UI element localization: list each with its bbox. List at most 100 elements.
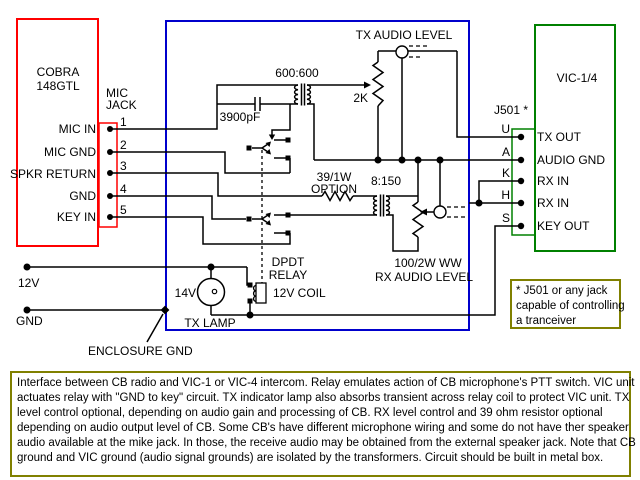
coil-terminal xyxy=(247,282,253,288)
junction-dot xyxy=(436,156,444,164)
junction-dot xyxy=(207,263,215,271)
tx-wiper-arrow xyxy=(364,81,371,89)
label-8-150: 8:150 xyxy=(370,174,402,188)
junction-dot xyxy=(475,199,483,207)
lamp-contact xyxy=(211,288,218,295)
label-option: OPTION xyxy=(310,182,357,196)
label-12v-supply: 12V xyxy=(18,276,40,290)
note-line-3: a tranceiver xyxy=(516,315,577,327)
enclosure-gnd-pointer xyxy=(146,313,164,343)
junction-dot xyxy=(246,311,254,319)
contact-terminals xyxy=(160,137,291,315)
relay-coil xyxy=(252,282,267,304)
label-2k: 2K xyxy=(353,91,368,105)
jack-pin-dot xyxy=(107,149,113,155)
resistor-rx-pot xyxy=(411,201,425,238)
cb-pin-label-gnd: GND xyxy=(69,189,96,203)
label-j501: J501 * xyxy=(494,103,529,117)
description-line-3: level control optional, depending on aud… xyxy=(17,407,603,419)
coil-terminal xyxy=(247,298,253,304)
relay-arm xyxy=(261,143,269,149)
label-dpdt: DPDT xyxy=(271,255,305,269)
terminal-square xyxy=(246,216,252,222)
winding xyxy=(293,84,299,105)
terminal-square xyxy=(285,155,291,161)
supply-terminal-dot xyxy=(23,263,31,271)
label-12v-coil: 12V COIL xyxy=(273,286,326,300)
relay-arm xyxy=(261,218,269,224)
description-line-2: actuates relay with "GND to key" circuit… xyxy=(17,392,630,404)
device-boxes xyxy=(16,18,616,331)
j501-pin-letter-h: H xyxy=(501,188,510,202)
label-rx-audio-level: RX AUDIO LEVEL xyxy=(375,270,474,284)
jack-pin-number-2: 2 xyxy=(120,138,127,152)
coil-bumps xyxy=(252,284,257,303)
wire-coil-top xyxy=(246,267,250,286)
junction-dot xyxy=(374,156,382,164)
mic-jack-label-line2: JACK xyxy=(106,98,137,112)
rx-pot-shaft-circle xyxy=(433,205,447,219)
coil-body xyxy=(255,282,267,304)
cb-title-line1: COBRA xyxy=(36,65,80,79)
cb-pin-label-key-in: KEY IN xyxy=(56,210,96,224)
wire-rx-in-k xyxy=(478,180,521,203)
j501-pin-dot xyxy=(517,177,525,185)
vic-pin-label-tx-out: TX OUT xyxy=(537,130,581,144)
relay-feed-arrow xyxy=(268,134,276,140)
interface-enclosure-box xyxy=(165,20,470,331)
terminal-square xyxy=(285,230,291,236)
jack-pin-number-3: 3 xyxy=(120,159,127,173)
wire-relay-feed xyxy=(271,104,291,136)
j501-pin-letter-u: U xyxy=(501,122,510,136)
cb-title-line2: 148GTL xyxy=(36,79,80,93)
jack-pin-dot xyxy=(107,193,113,199)
junction-dots xyxy=(23,126,525,319)
arrowheads xyxy=(265,81,427,226)
enclosure-gnd-terminal xyxy=(160,305,170,315)
j501-pin-dot xyxy=(517,156,525,164)
lamp-bulb xyxy=(196,277,226,307)
rx-wiper-arrow xyxy=(420,208,427,216)
wire-rx-sec-bottom xyxy=(386,214,419,252)
wire-mic-in xyxy=(110,84,298,130)
cb-pin-label-mic-in: MIC IN xyxy=(58,122,96,136)
terminal-square xyxy=(285,212,291,218)
label-tx-audio-level: TX AUDIO LEVEL xyxy=(355,28,453,42)
j501-jack-strip xyxy=(511,128,536,236)
description-line-6: ground and VIC ground (audio signal grou… xyxy=(17,452,604,464)
cb-pin-label-spkr-return: SPKR RETURN xyxy=(9,167,96,181)
description-box xyxy=(10,371,631,477)
relay-arm xyxy=(261,214,269,220)
resistor-39ohm xyxy=(321,189,354,203)
dashed-elements xyxy=(261,45,468,283)
j501-pin-letter-a: A xyxy=(501,145,510,159)
label-14v: 14V xyxy=(174,286,196,300)
label-gnd: GND xyxy=(16,314,43,328)
winding xyxy=(372,195,378,216)
label-tx-lamp: TX LAMP xyxy=(184,316,236,330)
winding xyxy=(306,84,312,105)
wire-key-out xyxy=(211,225,521,316)
resistor-2k xyxy=(371,61,385,107)
jack-pin-dot xyxy=(107,170,113,176)
cb-pin-label-mic-gnd: MIC GND xyxy=(44,145,96,159)
jack-pin-number-4: 4 xyxy=(120,182,127,196)
winding xyxy=(385,195,391,216)
label-3900pf: 3900pF xyxy=(219,110,261,124)
tx-pot-shaft-circle xyxy=(395,45,409,59)
jack-pin-number-5: 5 xyxy=(120,203,127,217)
description-line-1: Interface between CB radio and VIC-1 or … xyxy=(17,377,635,389)
description-line-4: depending on audio output level of CB. S… xyxy=(17,422,629,434)
relay-arm-arrow xyxy=(265,141,271,147)
label-39-1w: 39/1W xyxy=(316,170,352,184)
note-line-1: * J501 or any jack xyxy=(516,285,608,297)
j501-pin-letter-k: K xyxy=(501,166,510,180)
jack-pin-dot xyxy=(107,214,113,220)
mic-jack-strip xyxy=(98,122,118,228)
wire-tx-out xyxy=(456,51,521,138)
j501-note-box xyxy=(510,279,621,329)
relay-arm-arrow xyxy=(265,149,271,155)
junction-dot xyxy=(398,156,406,164)
wires xyxy=(27,50,521,343)
